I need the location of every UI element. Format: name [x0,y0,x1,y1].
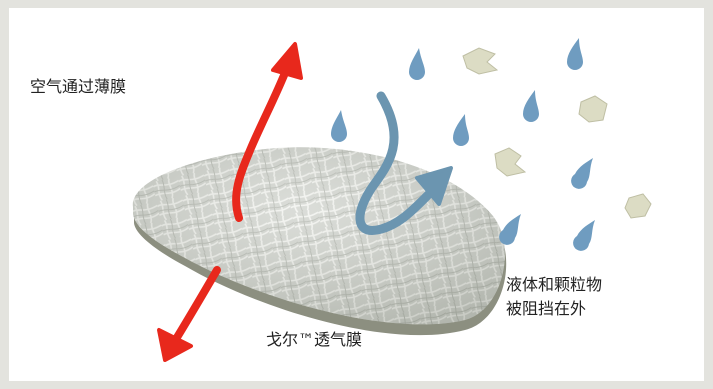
particle-icon [578,95,608,123]
droplet-icon [573,220,595,251]
liquid-arrow-icon [355,91,453,235]
membrane-diagram [132,38,652,362]
air-through-label: 空气通过薄膜 [30,77,127,96]
droplet-icon [453,114,469,146]
membrane-label: 戈尔™透气膜 [266,330,363,349]
droplet-icon [331,110,347,142]
droplet-icon [567,38,583,70]
droplets [331,38,595,251]
particle-icon [624,193,652,219]
droplet-icon [409,48,425,80]
particle-icon [494,147,527,177]
blocked-label: 液体和颗粒物 被阻挡在外 [506,273,602,321]
droplet-icon [499,214,521,245]
droplet-icon [523,90,539,122]
air-arrow-icon [157,42,303,362]
membrane-disc [132,147,507,336]
blocked-label-line2: 被阻挡在外 [506,299,587,318]
diagram-canvas: 空气通过薄膜 液体和颗粒物 被阻挡在外 戈尔™透气膜 [9,8,704,381]
droplet-icon [571,158,593,189]
particle-icon [462,47,499,75]
blocked-label-line1: 液体和颗粒物 [506,275,603,294]
particles [462,47,652,219]
